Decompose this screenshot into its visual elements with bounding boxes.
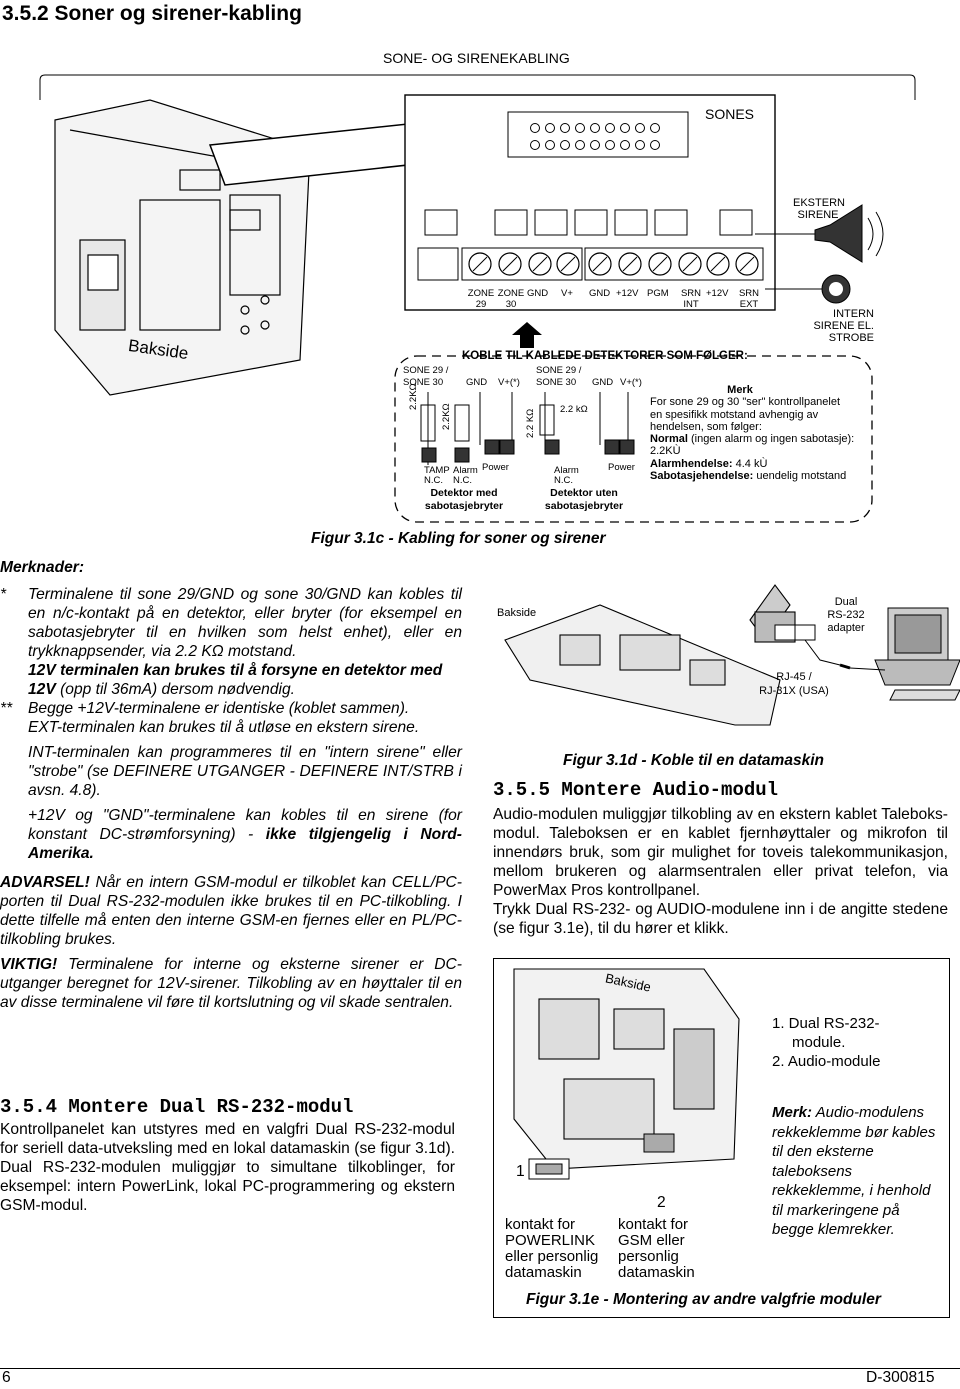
- terminal-label: V+: [561, 288, 573, 299]
- notes-title: Merknader:: [0, 559, 85, 576]
- figure-title: SONE- OG SIRENEKABLING: [383, 50, 570, 66]
- vplus-label: V+(*): [620, 377, 642, 388]
- merk-note: Merk For sone 29 og 30 "ser" kontrollpan…: [650, 384, 855, 483]
- page-number: 6: [2, 1369, 11, 1386]
- terminal-label: GND: [527, 288, 549, 299]
- power-label: Power: [608, 462, 635, 473]
- footer-rule: [0, 1368, 960, 1369]
- figure-caption: Figur 3.1d - Koble til en datamaskin: [563, 752, 824, 769]
- terminal-label: SRN INT: [680, 288, 702, 310]
- bakside-label: Bakside: [497, 607, 537, 619]
- figure-caption: Figur 3.1e - Montering av andre valgfrie…: [526, 1291, 881, 1308]
- computer-connection-diagram: [504, 584, 960, 726]
- vplus-label: V+(*): [498, 377, 520, 388]
- section-355-body: Audio-modulen muliggjør tilkobling av en…: [493, 806, 948, 937]
- terminal-label: PGM: [647, 288, 669, 299]
- notes-block: Merknader: * Terminalene til sone 29/GND…: [0, 559, 462, 1011]
- up-arrow: [512, 322, 542, 348]
- connector-blocks: [424, 209, 753, 236]
- marker-2: 2: [657, 1194, 666, 1211]
- figure-1e-frame: [493, 958, 950, 1318]
- terminal-label: ZONE 29: [467, 288, 495, 310]
- terminal-label: SRN EXT: [738, 288, 760, 310]
- terminal-label: ZONE 30: [497, 288, 525, 310]
- internal-siren-icon: [765, 274, 851, 304]
- terminal-label: +12V: [706, 288, 729, 299]
- figure-caption: Figur 3.1c - Kabling for soner og sirene…: [311, 530, 606, 547]
- sone-label: SONE 29 /SONE 30: [536, 365, 582, 388]
- resistor-label: 2.2 kΩ: [560, 404, 588, 415]
- terminal-label: GND: [589, 288, 611, 299]
- terminal-label: +12V: [616, 288, 639, 299]
- sones-label: SONES: [705, 106, 755, 122]
- section-354-title: 3.5.4 Montere Dual RS-232-modul: [0, 1096, 354, 1118]
- screw-slots: [472, 256, 755, 272]
- koble-label: KOBLE TIL KABLEDE DETEKTORER SOM FØLGER:: [462, 350, 748, 362]
- wiring-diagram: [39, 74, 916, 523]
- section-355-title: 3.5.5 Montere Audio-modul: [493, 779, 779, 801]
- resistor-label: 2.2KΩ: [441, 403, 452, 430]
- right-detector-circuit: [539, 392, 635, 455]
- section-heading: 3.5.2 Soner og sirener-kabling: [2, 2, 302, 25]
- sone-label: SONE 29 /SONE 30: [403, 365, 449, 388]
- left-detector-circuit: [420, 392, 515, 465]
- marker-1: 1: [516, 1163, 525, 1180]
- doc-number: D-300815: [866, 1369, 935, 1386]
- note-3: EXT-terminalen kan brukes til å utløse e…: [28, 719, 420, 736]
- module-install-diagram: [513, 968, 740, 1180]
- merk-note: Merk: Audio-modulens rekkeklemme bør kab…: [772, 1104, 936, 1238]
- gnd-label: GND: [466, 377, 488, 388]
- module-list: 1. Dual RS-232- module. 2. Audio-module: [772, 1015, 881, 1070]
- gnd-label: GND: [592, 377, 614, 388]
- power-label: Power: [482, 462, 509, 473]
- rj-label: RJ-45 /RJ-31X (USA): [759, 671, 829, 697]
- note-1: Terminalene til sone 29/GND og sone 30/G…: [28, 586, 462, 660]
- resistor-label: 2.2 KΩ: [525, 408, 536, 438]
- computer-icon: [849, 607, 960, 701]
- resistor-label: 2.2KΩ: [408, 383, 419, 410]
- wiring-frame: [394, 355, 873, 523]
- section-354-body: Kontrollpanelet kan utstyres med en valg…: [0, 1121, 455, 1214]
- external-siren-icon: [755, 204, 884, 263]
- connector-pins: [530, 123, 660, 150]
- note-2: Begge +12V-terminalene er identiske (kob…: [28, 700, 410, 717]
- note-4: INT-terminalen kan programmeres til en "…: [28, 744, 462, 799]
